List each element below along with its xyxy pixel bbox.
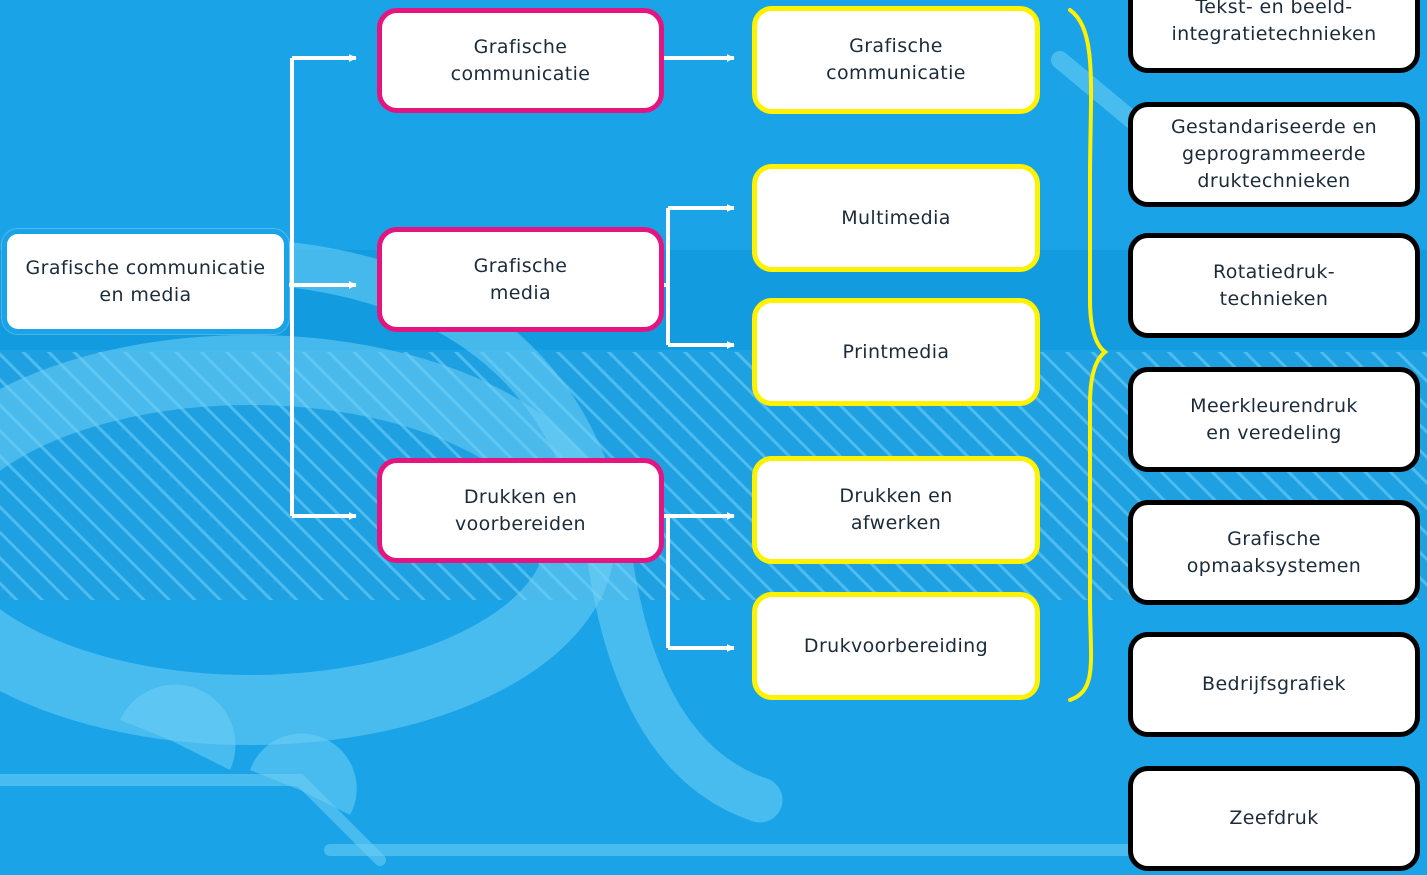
level2-node-grafische-communicatie: Grafische communicatie bbox=[752, 6, 1040, 114]
right-node-bedrijfsgrafiek: Bedrijfsgrafiek bbox=[1128, 632, 1420, 737]
right-node-rotatiedruktechnieken: Rotatiedruk- technieken bbox=[1128, 233, 1420, 338]
level2-node-printmedia: Printmedia bbox=[752, 298, 1040, 406]
grouping-brace bbox=[1068, 8, 1109, 702]
right-node-meerkleurendruk: Meerkleurendruk en veredeling bbox=[1128, 367, 1420, 472]
level2-node-multimedia: Multimedia bbox=[752, 164, 1040, 272]
root-node: Grafische communicatie en media bbox=[2, 229, 289, 334]
level2-node-drukken-en-afwerken: Drukken en afwerken bbox=[752, 456, 1040, 564]
right-node-zeefdruk: Zeefdruk bbox=[1128, 766, 1420, 871]
right-node-gestandariseerde-druktechnieken: Gestandariseerde en geprogrammeerde druk… bbox=[1128, 102, 1420, 207]
right-node-tekst-en-beeldintegratie: Tekst- en beeld- integratietechnieken bbox=[1128, 0, 1420, 73]
right-node-grafische-opmaaksystemen: Grafische opmaaksystemen bbox=[1128, 500, 1420, 605]
level1-node-grafische-media: Grafische media bbox=[377, 227, 664, 332]
level1-node-grafische-communicatie: Grafische communicatie bbox=[377, 8, 664, 113]
level1-node-drukken-en-voorbereiden: Drukken en voorbereiden bbox=[377, 458, 664, 563]
level2-node-drukvoorbereiding: Drukvoorbereiding bbox=[752, 592, 1040, 700]
